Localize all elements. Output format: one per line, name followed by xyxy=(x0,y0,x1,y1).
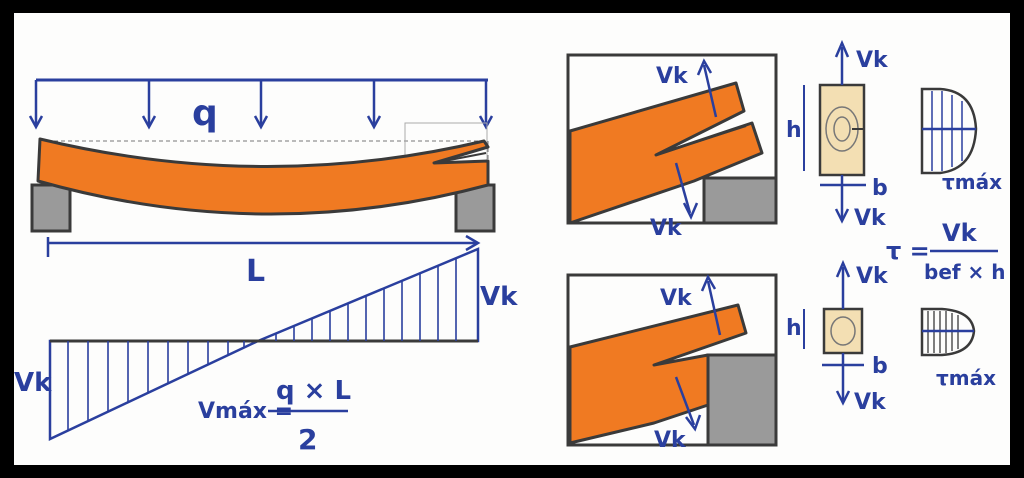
tau-lhs: τ = xyxy=(886,237,930,265)
load-arrow xyxy=(478,80,494,130)
tau-denominator: bef × h xyxy=(924,260,1006,284)
section-top-label-top: Vk xyxy=(856,48,889,73)
section-top: h Vk Vk b xyxy=(786,39,889,231)
detail-bottom-arrows xyxy=(674,274,722,432)
drawing-canvas: q L xyxy=(14,13,1010,465)
stress-bottom-label: τmáx xyxy=(936,366,996,390)
detail-top-frame xyxy=(566,53,778,225)
section-bottom-wood xyxy=(822,307,864,355)
section-top-h-label: h xyxy=(786,118,802,143)
beam-elevation: q L xyxy=(28,78,496,289)
span-label: L xyxy=(246,254,265,289)
detail-top-arrows xyxy=(674,58,718,220)
detail-bottom-force-up: Vk xyxy=(660,286,693,311)
load-arrows xyxy=(28,80,494,130)
shear-force-diagram: Vk Vk xyxy=(14,247,518,441)
detail-bottom-force-down: Vk xyxy=(654,428,687,453)
shear-left-label: Vk xyxy=(14,368,52,398)
section-bottom-label-bottom: Vk xyxy=(854,390,887,415)
stress-bottom: τmáx xyxy=(920,307,996,390)
section-top-b-label: b xyxy=(872,176,888,201)
detail-top-beam xyxy=(568,81,764,225)
vmax-numerator: q × L xyxy=(276,376,351,406)
load-arrow xyxy=(141,80,157,130)
section-bottom-label-top: Vk xyxy=(856,264,889,289)
detail-bottom-support xyxy=(706,353,778,447)
span-dimension xyxy=(46,234,481,257)
stress-top-label: τmáx xyxy=(942,170,1002,194)
left-support xyxy=(30,183,72,233)
load-arrow xyxy=(366,80,382,130)
vmax-formula: Vmáx = q × L 2 xyxy=(198,376,351,456)
load-label: q xyxy=(192,93,218,134)
section-bottom-growth-ring xyxy=(830,316,856,346)
section-top-growth-ring xyxy=(833,116,851,142)
beam-shear-illustration: q L xyxy=(14,39,1006,456)
shear-right-label: Vk xyxy=(480,282,518,312)
deflected-beam xyxy=(36,137,490,216)
detail-top-force-down: Vk xyxy=(650,216,683,241)
shear-negative-area xyxy=(48,339,259,441)
tau-numerator: Vk xyxy=(942,219,978,247)
tau-formula: τ = Vk bef × h xyxy=(886,219,1006,284)
vmax-denominator: 2 xyxy=(298,423,317,456)
shear-hatching xyxy=(67,258,457,431)
notch-crack xyxy=(433,152,487,164)
detail-top: Vk Vk h Vk Vk b xyxy=(566,39,1002,241)
shear-positive-area xyxy=(257,247,480,343)
stress-top-parabola xyxy=(920,87,978,175)
stress-top: τmáx xyxy=(920,87,1002,194)
load-arrow xyxy=(253,80,269,130)
section-bottom-b-label: b xyxy=(872,354,888,379)
detail-top-force-up: Vk xyxy=(656,64,689,89)
detail-top-support xyxy=(702,176,778,225)
section-bottom: h Vk Vk b xyxy=(786,259,889,415)
section-top-label-bottom: Vk xyxy=(854,206,887,231)
section-bottom-h-label: h xyxy=(786,316,802,341)
load-arrow xyxy=(28,80,44,130)
detail-bottom: Vk Vk h Vk Vk b τmáx xyxy=(566,259,996,453)
